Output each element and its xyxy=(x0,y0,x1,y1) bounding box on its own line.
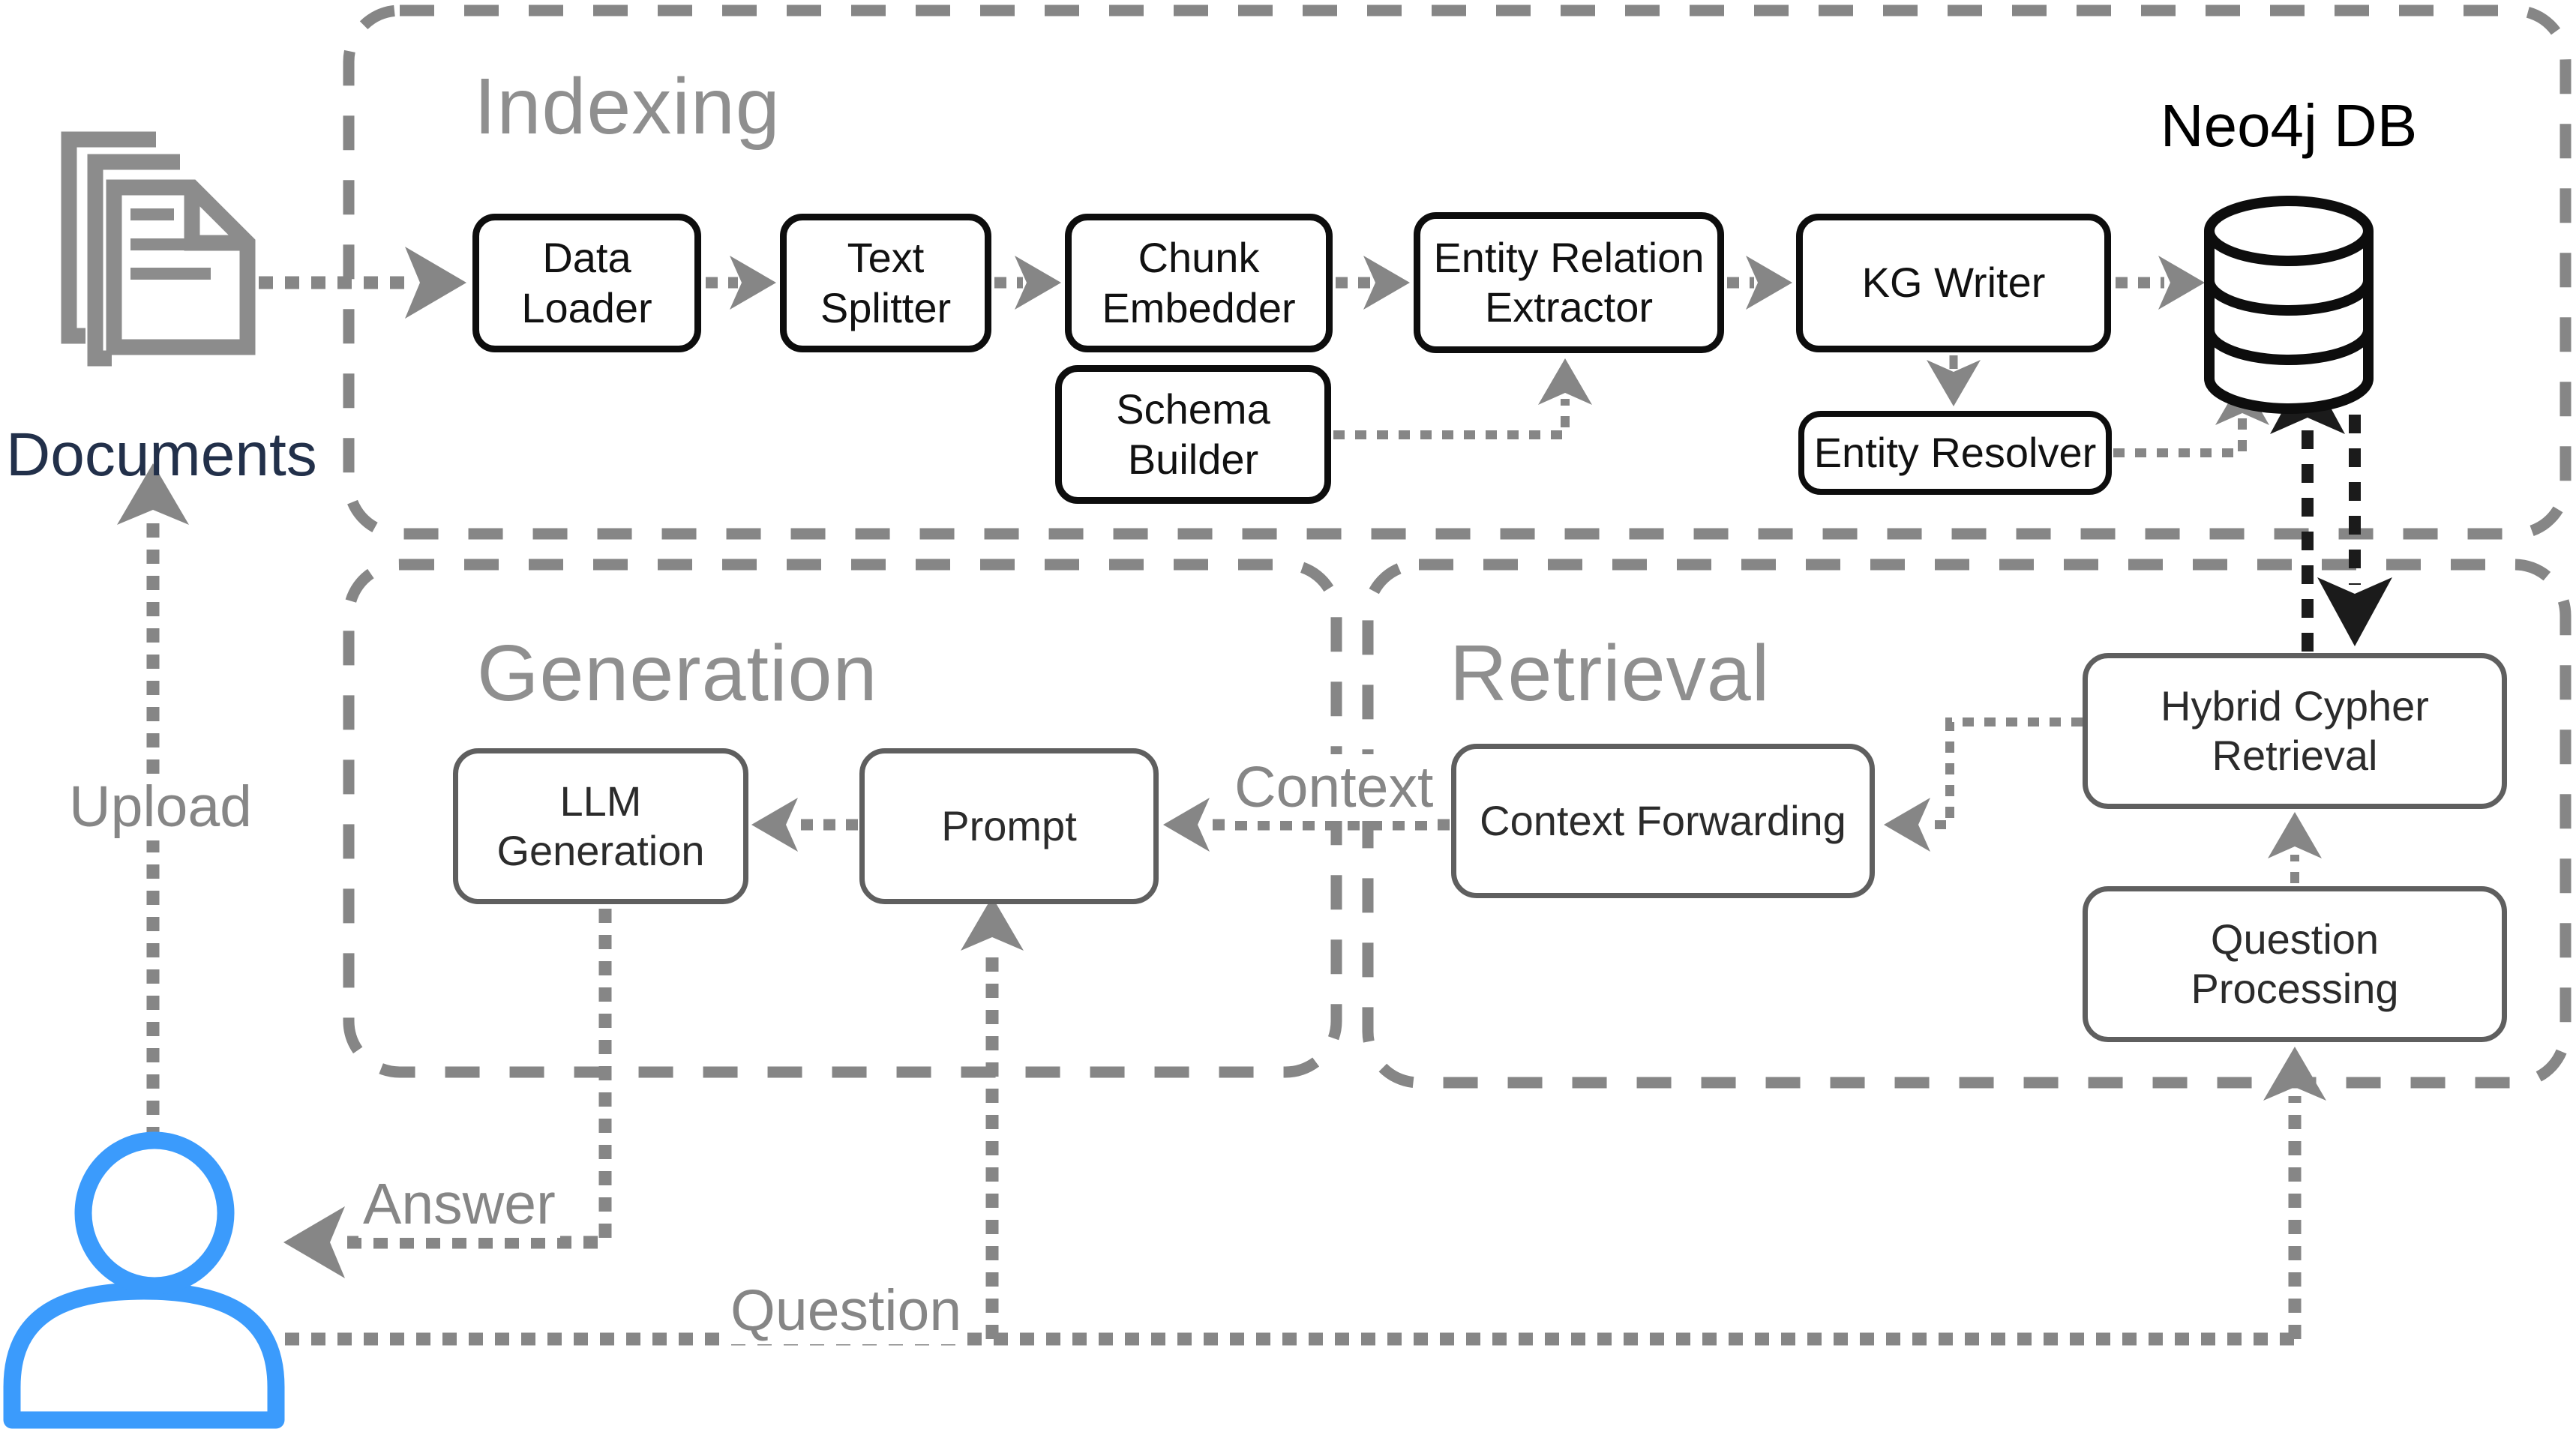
node-entity-resolver: Entity Resolver xyxy=(1798,411,2112,495)
node-prompt: Prompt xyxy=(859,748,1159,904)
node-hybrid-cypher-retrieval: Hybrid Cypher Retrieval xyxy=(2083,653,2507,809)
edge-data-loader-to-text-splitter xyxy=(706,256,776,310)
edge-question-processing-to-hybrid-cypher-retrieval xyxy=(2268,812,2322,883)
node-kg-writer: KG Writer xyxy=(1796,214,2111,352)
section-title-generation: Generation xyxy=(477,629,878,717)
documents-icon xyxy=(61,131,256,367)
node-context-forwarding: Context Forwarding xyxy=(1451,744,1875,898)
edge-user-question-line xyxy=(285,897,2326,1346)
edge-documents-to-data-loader xyxy=(259,247,466,319)
edge-user-upload-to-documents xyxy=(117,463,189,1141)
edge-label-context: Context xyxy=(1230,754,1438,821)
edge-hybrid-cypher-retrieval-to-context-forwarding xyxy=(1884,717,2083,852)
node-llm-generation: LLM Generation xyxy=(453,748,748,904)
edge-label-question: Question xyxy=(726,1278,967,1344)
retrieval-section-border xyxy=(1362,559,2572,1089)
edge-kg-writer-to-neo4j-db xyxy=(2116,256,2205,310)
edge-llm-generation-answer-to-user xyxy=(283,909,612,1278)
node-text-splitter: Text Splitter xyxy=(780,214,991,352)
user-icon xyxy=(3,1131,285,1429)
edge-context-forwarding-to-prompt xyxy=(1163,798,1450,852)
neo4j-db-label: Neo4j DB xyxy=(2160,92,2418,159)
edge-label-upload: Upload xyxy=(64,774,257,840)
edge-entity-relation-extractor-to-kg-writer xyxy=(1727,256,1792,310)
edge-label-answer: Answer xyxy=(358,1171,560,1238)
edge-schema-builder-to-entity-relation-extractor xyxy=(1333,358,1592,439)
edge-kg-writer-to-entity-resolver xyxy=(1927,355,1981,406)
edge-neo4j-db-to-hybrid-cypher-retrieval xyxy=(2317,415,2392,646)
node-schema-builder: Schema Builder xyxy=(1055,365,1331,504)
edge-chunk-embedder-to-entity-relation-extractor xyxy=(1336,256,1410,310)
node-chunk-embedder: Chunk Embedder xyxy=(1065,214,1333,352)
database-icon xyxy=(2204,196,2374,414)
indexing-section-border xyxy=(343,4,2572,540)
node-entity-relation-extractor: Entity Relation Extractor xyxy=(1414,212,1724,353)
edge-prompt-to-llm-generation xyxy=(751,798,858,852)
section-title-retrieval: Retrieval xyxy=(1450,629,1771,717)
edge-text-splitter-to-chunk-embedder xyxy=(994,256,1061,310)
node-data-loader: Data Loader xyxy=(472,214,701,352)
node-question-processing: Question Processing xyxy=(2083,886,2507,1042)
documents-label: Documents xyxy=(6,421,317,489)
section-title-indexing: Indexing xyxy=(474,62,781,151)
